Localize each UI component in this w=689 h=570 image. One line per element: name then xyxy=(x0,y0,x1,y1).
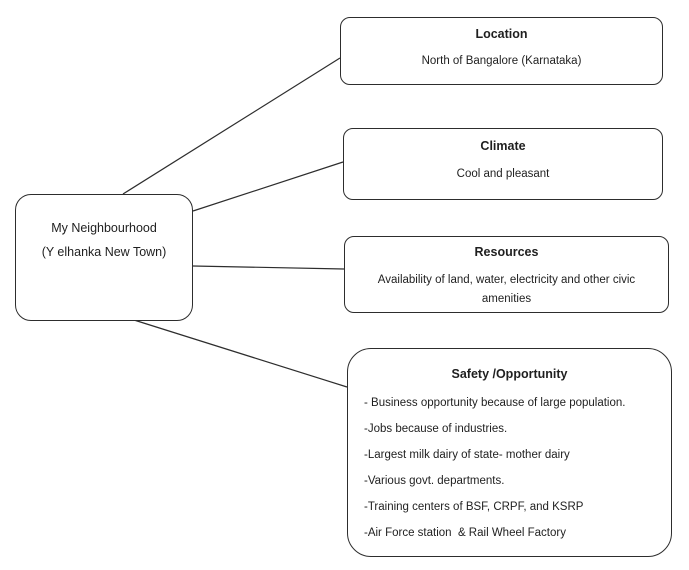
center-node-subtitle: (Y elhanka New Town) xyxy=(41,245,167,259)
node-location: Location North of Bangalore (Karnataka) xyxy=(340,17,663,85)
node-safety-opportunity: Safety /Opportunity - Business opportuni… xyxy=(347,348,672,557)
safety-item: -Various govt. departments. xyxy=(364,475,505,487)
node-resources: Resources Availability of land, water, e… xyxy=(344,236,669,313)
connector-line-safety xyxy=(133,319,348,388)
connector-line-climate xyxy=(192,161,344,212)
safety-item: -Largest milk dairy of state- mother dai… xyxy=(364,449,570,461)
node-resources-title: Resources xyxy=(474,245,539,259)
node-location-title: Location xyxy=(475,27,528,41)
node-location-body: North of Bangalore (Karnataka) xyxy=(421,55,582,67)
node-climate-title: Climate xyxy=(480,139,526,153)
safety-item: -Air Force station & Rail Wheel Factory xyxy=(364,527,566,539)
center-node-my-neighbourhood: My Neighbourhood (Y elhanka New Town) xyxy=(15,194,193,321)
safety-item: -Training centers of BSF, CRPF, and KSRP xyxy=(364,501,584,513)
node-climate: Climate Cool and pleasant xyxy=(343,128,663,200)
node-safety-title: Safety /Opportunity xyxy=(451,367,568,381)
center-node-title: My Neighbourhood xyxy=(51,221,157,235)
safety-item-list: - Business opportunity because of large … xyxy=(348,395,671,541)
safety-item: - Business opportunity because of large … xyxy=(364,397,626,409)
node-resources-body: Availability of land, water, electricity… xyxy=(377,274,636,305)
connector-line-location xyxy=(122,57,341,195)
safety-item: -Jobs because of industries. xyxy=(364,423,508,435)
connector-line-resources xyxy=(192,265,345,270)
node-climate-body: Cool and pleasant xyxy=(456,168,550,180)
